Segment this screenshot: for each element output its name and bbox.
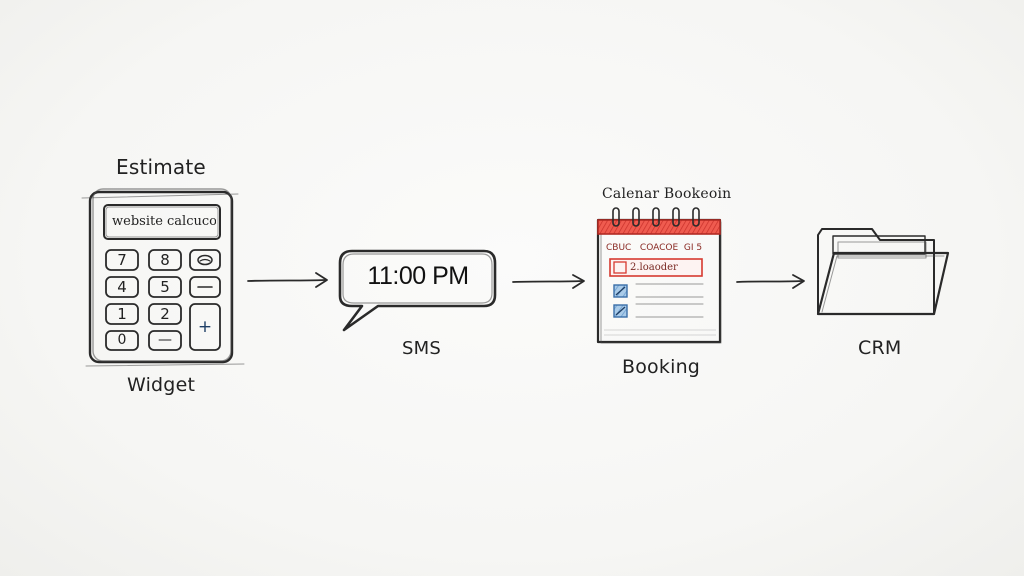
sms-time-text: 11:00 PM (367, 262, 469, 290)
calculator-key: + (197, 317, 213, 337)
calculator-key: 0 (117, 332, 127, 348)
sms-bubble-icon (338, 249, 497, 332)
arrow-widget-to-sms (247, 272, 328, 288)
calendar-icon (596, 207, 722, 344)
calculator-screen-text: website calcucol (112, 214, 216, 229)
calendar-rings (612, 207, 700, 227)
calculator-key: 1 (117, 305, 127, 323)
calculator-keypad (105, 249, 221, 351)
calculator-key: 5 (160, 278, 170, 296)
calculator-key: 2 (160, 305, 170, 323)
crm-label: CRM (858, 337, 902, 359)
calculator-key: — (158, 332, 172, 348)
calendar-header-text: CBUC COACOE GI 5 (606, 243, 703, 253)
booking-label: Booking (622, 356, 701, 378)
calendar-row-text: 2.loaoder (630, 262, 678, 273)
folder-icon (816, 228, 950, 316)
arrow-sms-to-booking (512, 274, 585, 289)
calculator-key: 4 (117, 278, 127, 296)
sms-label: SMS (402, 338, 441, 359)
estimate-label: Estimate (116, 155, 206, 179)
calendar-title: Calenar Bookeoin (602, 186, 732, 202)
calculator-icon (81, 188, 245, 367)
arrow-booking-to-crm (736, 274, 805, 289)
widget-label: Widget (127, 374, 196, 396)
calculator-key: 8 (160, 251, 170, 269)
calculator-key: 7 (117, 251, 127, 269)
